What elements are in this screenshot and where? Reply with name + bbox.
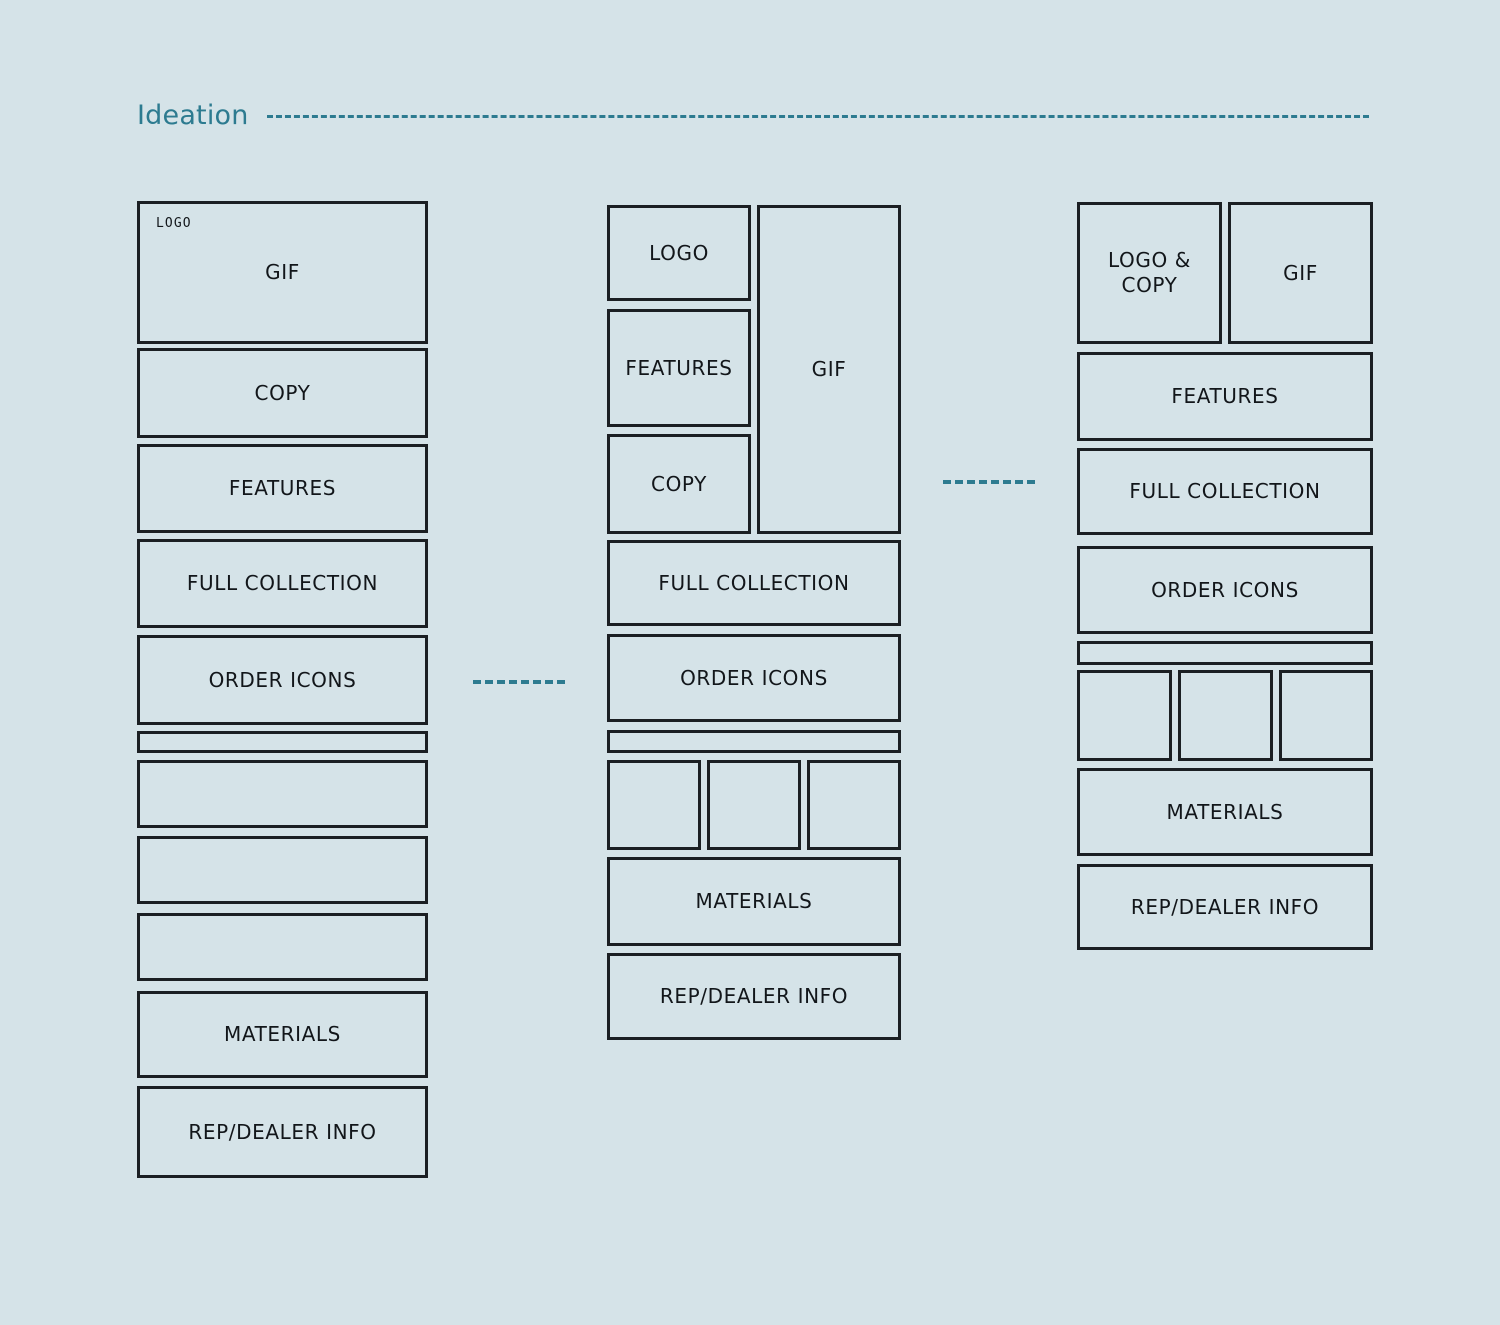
c2-block-features: FEATURES (607, 309, 751, 427)
c2-block-rep-dealer-info: REP/DEALER INFO (607, 953, 901, 1040)
header-dashed-rule (266, 114, 1369, 118)
c1-block-copy: COPY (137, 348, 428, 438)
c1-block-divider-bar (137, 731, 428, 753)
c1-rep-dealer-label: REP/DEALER INFO (188, 1119, 377, 1144)
c2-logo-label: LOGO (649, 240, 709, 265)
c1-materials-label: MATERIALS (224, 1022, 341, 1046)
c3-block-rep-dealer-info: REP/DEALER INFO (1077, 864, 1373, 950)
c3-features-label: FEATURES (1171, 384, 1279, 408)
c1-block-order-icons: ORDER ICONS (137, 635, 428, 725)
c3-block-divider-bar (1077, 641, 1373, 665)
c1-block-placeholder-3 (137, 913, 428, 981)
c1-order-icons-label: ORDER ICONS (208, 667, 357, 692)
c2-block-full-collection: FULL COLLECTION (607, 540, 901, 626)
c3-block-features: FEATURES (1077, 352, 1373, 441)
c3-block-gif: GIF (1228, 202, 1373, 344)
c2-block-thumb-2 (707, 760, 801, 850)
c3-block-thumb-2 (1178, 670, 1273, 761)
c3-block-order-icons: ORDER ICONS (1077, 546, 1373, 634)
c3-block-logo-copy: LOGO & COPY (1077, 202, 1222, 344)
page-title: Ideation (137, 99, 249, 131)
c3-block-full-collection: FULL COLLECTION (1077, 448, 1373, 535)
c1-block-placeholder-2 (137, 836, 428, 904)
c1-block-gif: LOGO GIF (137, 201, 428, 344)
connector-col2-col3 (943, 480, 1035, 484)
c3-block-materials: MATERIALS (1077, 768, 1373, 856)
c2-block-copy: COPY (607, 434, 751, 534)
c2-gif-label: GIF (811, 357, 847, 381)
c2-block-order-icons: ORDER ICONS (607, 634, 901, 722)
c2-block-materials: MATERIALS (607, 857, 901, 946)
c3-materials-label: MATERIALS (1166, 799, 1284, 824)
c2-features-label: FEATURES (625, 355, 733, 380)
c1-block-rep-dealer-info: REP/DEALER INFO (137, 1086, 428, 1178)
c2-block-logo: LOGO (607, 205, 751, 301)
c2-materials-label: MATERIALS (695, 889, 813, 913)
c3-block-thumb-3 (1279, 670, 1373, 761)
c1-copy-label: COPY (254, 380, 311, 405)
c3-block-thumb-1 (1077, 670, 1172, 761)
c1-block-placeholder-1 (137, 760, 428, 828)
connector-col1-col2 (473, 680, 565, 684)
c1-block-materials: MATERIALS (137, 991, 428, 1078)
c1-features-label: FEATURES (228, 476, 337, 500)
c1-block-features: FEATURES (137, 444, 428, 533)
c2-block-divider-bar (607, 730, 901, 753)
c2-order-icons-label: ORDER ICONS (680, 665, 828, 690)
c1-full-collection-label: FULL COLLECTION (186, 571, 379, 595)
c3-full-collection-label: FULL COLLECTION (1129, 479, 1321, 503)
c3-gif-label: GIF (1283, 260, 1318, 285)
c2-full-collection-label: FULL COLLECTION (658, 570, 850, 595)
c1-gif-label: GIF (265, 260, 300, 284)
c3-logo-copy-label: LOGO & COPY (1108, 248, 1191, 297)
c2-block-thumb-3 (807, 760, 901, 850)
c2-copy-label: COPY (651, 471, 707, 496)
section-header: Ideation (137, 98, 1369, 132)
c3-order-icons-label: ORDER ICONS (1151, 577, 1299, 602)
c2-rep-dealer-label: REP/DEALER INFO (659, 984, 849, 1008)
c1-logo-badge: LOGO (156, 216, 192, 231)
c2-block-thumb-1 (607, 760, 701, 850)
c3-rep-dealer-label: REP/DEALER INFO (1130, 894, 1320, 919)
c2-block-gif: GIF (757, 205, 901, 534)
c1-block-full-collection: FULL COLLECTION (137, 539, 428, 628)
